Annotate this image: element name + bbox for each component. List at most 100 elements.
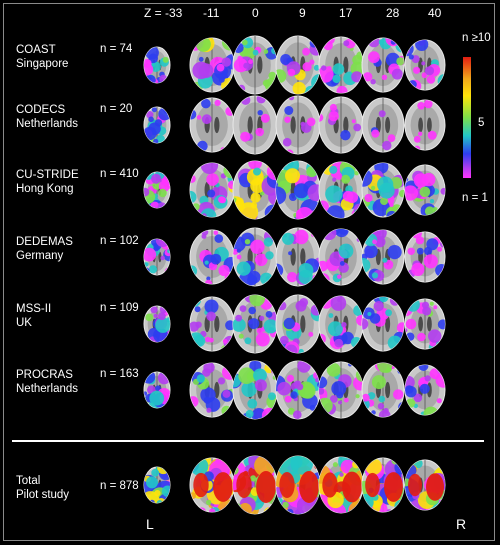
cohort-n: n = 109 xyxy=(100,302,139,314)
brain-slice xyxy=(361,296,405,352)
cohort-label: Total Pilot study xyxy=(16,474,69,502)
cohort-n: n = 163 xyxy=(100,368,139,380)
brain-slice xyxy=(143,106,171,144)
brain-slice xyxy=(361,229,405,285)
brain-slice xyxy=(318,456,364,514)
brain-slice xyxy=(232,294,278,354)
brain-slice xyxy=(318,36,364,94)
cohort-name: PROCRAS xyxy=(16,369,73,381)
cohort-n: n = 102 xyxy=(100,235,139,247)
z-label: 28 xyxy=(386,6,400,20)
cohort-n: n = 410 xyxy=(100,168,139,180)
brain-slice xyxy=(275,360,321,420)
cohort-label: COAST Singapore xyxy=(16,43,68,71)
brain-slice xyxy=(361,362,405,418)
brain-slice xyxy=(189,296,235,352)
cohort-name: MSS-II xyxy=(16,303,52,315)
z-label: 9 xyxy=(299,6,306,20)
brain-slices xyxy=(143,294,446,354)
brain-slice xyxy=(189,457,235,513)
brain-slice xyxy=(404,39,446,91)
brain-slice xyxy=(318,361,364,419)
brain-slice xyxy=(189,362,235,418)
cohort-row-total: Total Pilot study n = 878 xyxy=(0,450,500,515)
brain-slice xyxy=(189,162,235,218)
cohort-row-coast: COAST Singapore n = 74 xyxy=(0,35,500,95)
brain-slices xyxy=(143,360,446,420)
brain-slice xyxy=(143,305,171,343)
brain-slice xyxy=(404,164,446,216)
brain-slice xyxy=(318,96,364,154)
brain-slice xyxy=(275,35,321,95)
brain-slice xyxy=(143,238,171,276)
brain-slice xyxy=(275,294,321,354)
brain-slice xyxy=(361,97,405,153)
right-hemisphere-label: R xyxy=(456,516,467,532)
colorbar-mid-label: 5 xyxy=(478,117,485,129)
brain-slice xyxy=(404,231,446,283)
z-label: -11 xyxy=(203,6,220,20)
left-hemisphere-label: L xyxy=(146,516,154,532)
cohort-row-cu-stride: CU-STRIDE Hong Kong n = 410 xyxy=(0,160,500,220)
brain-slice xyxy=(361,457,405,513)
cohort-name: CU-STRIDE xyxy=(16,169,79,181)
brain-slice xyxy=(318,295,364,353)
brain-slice xyxy=(143,171,171,209)
brain-slice xyxy=(143,46,171,84)
brain-slice xyxy=(232,95,278,155)
section-divider xyxy=(12,440,484,442)
brain-slice xyxy=(275,95,321,155)
brain-slices xyxy=(143,227,446,287)
cohort-location: Netherlands xyxy=(16,383,79,395)
cohort-location: Pilot study xyxy=(16,489,70,501)
brain-slices xyxy=(143,95,446,155)
brain-slice xyxy=(189,229,235,285)
brain-slice xyxy=(189,97,235,153)
cohort-n: n = 878 xyxy=(100,480,139,492)
brain-slice xyxy=(318,228,364,286)
cohort-name: Total xyxy=(16,475,41,487)
brain-slice xyxy=(404,298,446,350)
brain-slice xyxy=(361,162,405,218)
cohort-n: n = 74 xyxy=(100,43,133,55)
cohort-n: n = 20 xyxy=(100,103,133,115)
brain-slice xyxy=(232,360,278,420)
brain-slice xyxy=(275,160,321,220)
cohort-label: MSS-II UK xyxy=(16,302,51,330)
cohort-row-codecs: CODECS Netherlands n = 20 xyxy=(0,95,500,155)
brain-slice xyxy=(275,227,321,287)
z-label: 17 xyxy=(339,6,353,20)
cohort-location: Netherlands xyxy=(16,118,79,130)
brain-slice xyxy=(404,459,446,511)
brain-slice xyxy=(232,35,278,95)
cohort-location: Hong Kong xyxy=(16,183,74,195)
colorbar-min-label: n = 1 xyxy=(462,192,488,204)
z-label: 40 xyxy=(428,6,442,20)
z-label: 0 xyxy=(252,6,259,20)
cohort-location: Singapore xyxy=(16,58,69,70)
brain-slice xyxy=(232,227,278,287)
cohort-location: UK xyxy=(16,317,32,329)
brain-slice xyxy=(189,37,235,93)
cohort-label: PROCRAS Netherlands xyxy=(16,368,78,396)
figure-frame xyxy=(3,3,495,541)
brain-slices xyxy=(143,160,446,220)
cohort-label: CU-STRIDE Hong Kong xyxy=(16,168,79,196)
brain-slice xyxy=(318,161,364,219)
cohort-location: Germany xyxy=(16,250,64,262)
cohort-row-mss-ii: MSS-II UK n = 109 xyxy=(0,294,500,354)
z-label: Z = -33 xyxy=(144,6,183,20)
brain-slices xyxy=(143,35,446,95)
cohort-name: CODECS xyxy=(16,104,66,116)
brain-slice xyxy=(361,37,405,93)
brain-slices xyxy=(143,455,446,515)
colorbar-max-label: n ≥10 xyxy=(462,32,491,44)
brain-slice xyxy=(143,371,171,409)
cohort-row-dedemas: DEDEMAS Germany n = 102 xyxy=(0,227,500,287)
brain-slice xyxy=(404,99,446,151)
cohort-row-procras: PROCRAS Netherlands n = 163 xyxy=(0,360,500,420)
cohort-label: DEDEMAS Germany xyxy=(16,235,73,263)
cohort-name: COAST xyxy=(16,44,56,56)
brain-slice xyxy=(404,364,446,416)
brain-slice xyxy=(143,466,171,504)
